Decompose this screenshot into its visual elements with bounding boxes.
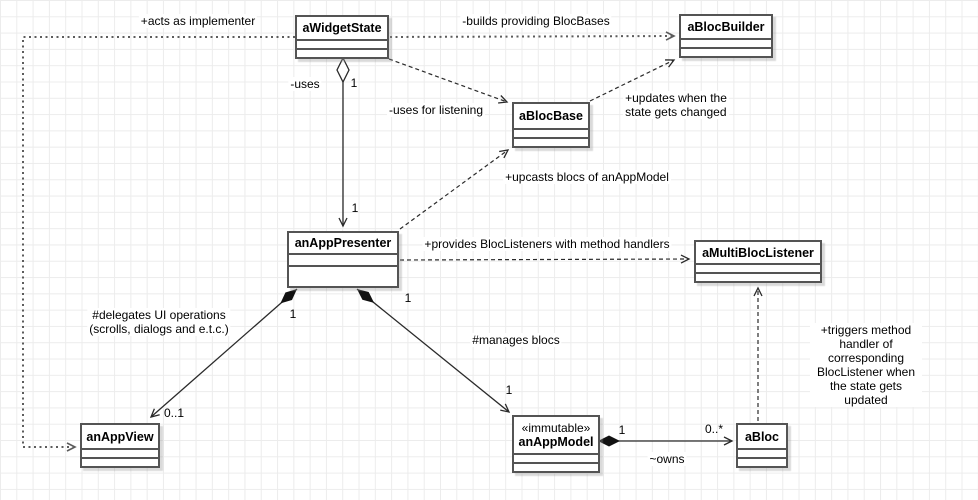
methods-compartment <box>289 265 397 286</box>
multiplicity-delegates-source: 1 <box>289 307 297 321</box>
class-name: anAppPresenter <box>294 236 392 250</box>
multiplicity-owns-target: 0..* <box>704 422 724 436</box>
methods-compartment <box>681 47 771 56</box>
class-name: aBlocBuilder <box>687 20 765 34</box>
class-title: aBlocBuilder <box>681 16 771 38</box>
class-a-bloc[interactable]: aBloc <box>736 423 788 468</box>
methods-compartment <box>297 48 387 57</box>
methods-compartment <box>514 462 598 471</box>
edge-label-builds-providing: -builds providing BlocBases <box>460 14 612 28</box>
methods-compartment <box>514 137 588 146</box>
class-title: aBlocBase <box>514 104 588 128</box>
class-name: aBlocBase <box>519 109 583 123</box>
connector-owns[interactable] <box>598 435 734 447</box>
class-title: «immutable» anAppModel <box>514 417 598 453</box>
fields-compartment <box>514 128 588 137</box>
fields-compartment <box>681 38 771 47</box>
multiplicity-manages-source: 1 <box>404 291 412 305</box>
connector-upcasts-blocs[interactable] <box>399 149 510 230</box>
fields-compartment <box>297 39 387 48</box>
class-name: anAppModel <box>518 435 594 449</box>
class-a-multi-bloc-listener[interactable]: aMultiBlocListener <box>694 240 822 283</box>
class-name: aWidgetState <box>302 21 382 35</box>
methods-compartment <box>738 457 786 466</box>
fields-compartment <box>289 253 397 265</box>
connector-provides-bloc-listeners[interactable] <box>399 254 691 264</box>
class-title: anAppPresenter <box>289 233 397 253</box>
connector-delegates-ui-operations[interactable] <box>149 285 300 418</box>
class-name: aBloc <box>744 429 780 444</box>
edge-label-owns: ~owns <box>647 452 687 466</box>
filled-diamond-icon <box>598 435 620 447</box>
hollow-diamond-icon <box>336 56 350 84</box>
class-an-app-view[interactable]: anAppView <box>80 423 160 468</box>
connector-updates-when-state-changed[interactable] <box>589 59 676 102</box>
class-a-bloc-builder[interactable]: aBlocBuilder <box>679 14 773 58</box>
edge-label-updates-when-state-changed: +updates when the state gets changed <box>623 91 729 119</box>
class-title: aMultiBlocListener <box>696 242 820 263</box>
class-title: aWidgetState <box>297 17 387 39</box>
class-stereotype: «immutable» <box>521 421 591 435</box>
fields-compartment <box>82 448 158 457</box>
class-name: anAppView <box>86 429 154 444</box>
class-title: aBloc <box>738 425 786 448</box>
edge-label-delegates-ui-operations: #delegates UI operations (scrolls, dialo… <box>87 308 231 336</box>
multiplicity-widget-uses-source: 1 <box>350 76 358 90</box>
connector-acts-as-implementer[interactable] <box>22 36 295 452</box>
class-name: aMultiBlocListener <box>702 245 814 260</box>
connector-manages-blocs[interactable] <box>354 285 511 413</box>
multiplicity-manages-target: 1 <box>505 383 513 397</box>
fields-compartment <box>514 453 598 462</box>
class-a-widget-state[interactable]: aWidgetState <box>295 15 389 59</box>
edge-label-manages-blocs: #manages blocs <box>470 333 562 347</box>
filled-diamond-icon <box>357 289 375 303</box>
class-title: anAppView <box>82 425 158 448</box>
edge-label-triggers-method-handler: +triggers method handler of correspondin… <box>810 323 922 407</box>
edge-label-uses: -uses <box>288 77 322 91</box>
connector-uses-for-listening[interactable] <box>388 58 509 104</box>
edge-label-upcasts-blocs: +upcasts blocs of anAppModel <box>503 170 671 184</box>
methods-compartment <box>82 457 158 466</box>
class-a-bloc-base[interactable]: aBlocBase <box>512 102 590 148</box>
filled-diamond-icon <box>280 289 297 304</box>
class-an-app-presenter[interactable]: anAppPresenter <box>287 231 399 288</box>
class-an-app-model[interactable]: «immutable» anAppModel <box>512 415 600 473</box>
edge-label-uses-for-listening: -uses for listening <box>386 103 486 117</box>
fields-compartment <box>738 448 786 457</box>
connector-builds-providing-blocbases[interactable] <box>389 31 676 41</box>
methods-compartment <box>696 272 820 281</box>
edge-label-provides-bloc-listeners: +provides BlocListeners with method hand… <box>422 237 672 251</box>
multiplicity-owns-source: 1 <box>618 423 626 437</box>
connector-uses-aggregation[interactable] <box>336 56 350 228</box>
multiplicity-delegates-target: 0..1 <box>163 406 185 420</box>
multiplicity-widget-uses-target: 1 <box>351 201 359 215</box>
fields-compartment <box>696 263 820 272</box>
edge-label-acts-as-implementer: +acts as implementer <box>138 14 258 28</box>
